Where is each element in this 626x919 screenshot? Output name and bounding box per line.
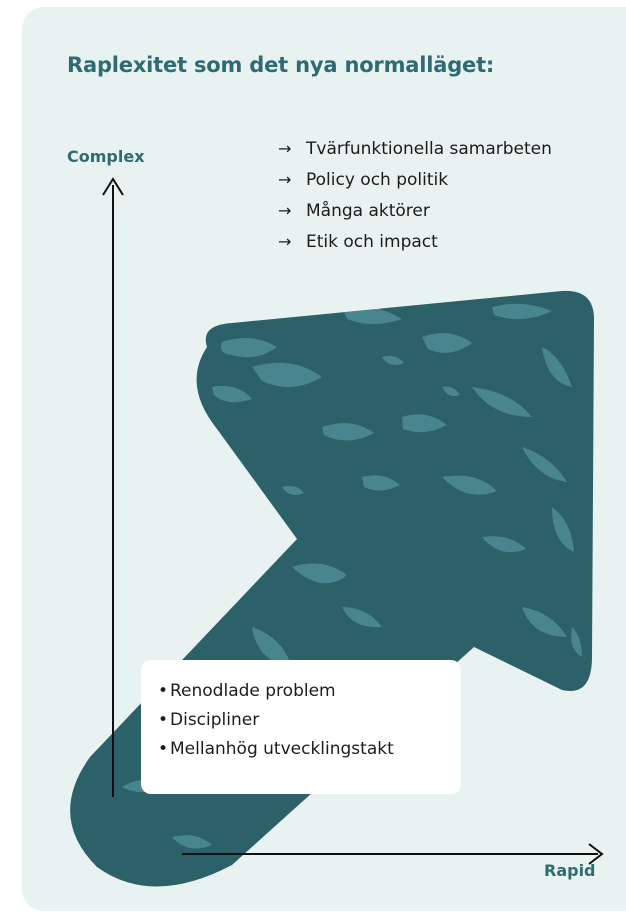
page-title: Raplexitet som det nya normalläget: [67, 53, 495, 77]
basic-items-list: •Renodlade problem •Discipliner •Mellanh… [158, 677, 461, 764]
list-item: →Etik och impact [278, 226, 552, 257]
y-axis [102, 177, 124, 797]
list-item: •Renodlade problem [158, 677, 461, 706]
x-axis [182, 843, 604, 865]
basic-items-box: •Renodlade problem •Discipliner •Mellanh… [141, 660, 461, 794]
list-item: •Mellanhög utvecklingstakt [158, 735, 461, 764]
diagram-card: Raplexitet som det nya normalläget: Comp… [22, 7, 626, 911]
arrow-right-icon: → [278, 201, 292, 220]
bullet-icon: • [158, 710, 169, 730]
arrow-right-icon: → [278, 232, 292, 251]
bullet-icon: • [158, 681, 169, 701]
arrow-right-icon: → [278, 170, 292, 189]
list-item: →Tvärfunktionella samarbeten [278, 133, 552, 164]
list-item: •Discipliner [158, 706, 461, 735]
bullet-icon: • [158, 739, 169, 759]
arrow-right-icon: → [278, 139, 292, 158]
complex-items-list: →Tvärfunktionella samarbeten →Policy och… [278, 133, 552, 257]
arrow-texture [122, 303, 582, 849]
y-axis-label: Complex [67, 147, 145, 166]
growth-arrow-shape [70, 290, 594, 887]
x-axis-label: Rapid [544, 861, 596, 880]
list-item: →Policy och politik [278, 164, 552, 195]
list-item: →Många aktörer [278, 195, 552, 226]
